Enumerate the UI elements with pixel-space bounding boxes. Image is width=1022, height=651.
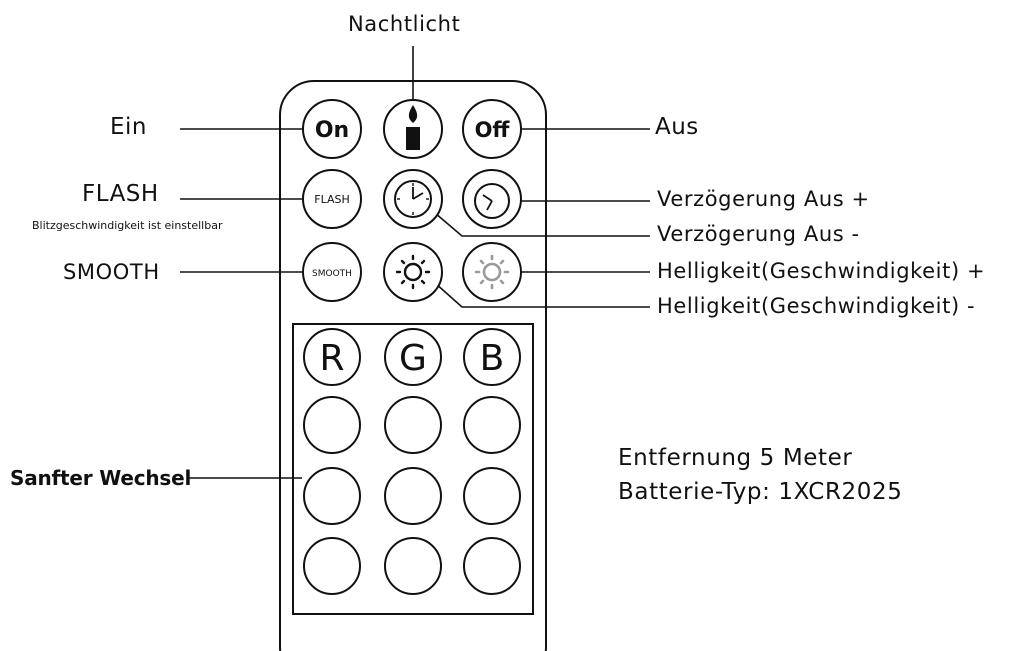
night-light-label: Nachtlicht [348,12,461,36]
color-button[interactable] [303,537,361,595]
color-button[interactable] [463,537,521,595]
off-button-label: Off [475,118,511,142]
smooth-label: SMOOTH [63,260,160,284]
sun-icon [395,254,431,290]
blue-button[interactable] [463,328,521,386]
brightness-plus-label: Helligkeit(Geschwindigkeit) + [657,259,986,283]
smooth-button-label: SMOOTH [312,269,352,279]
brightness-minus-label: Helligkeit(Geschwindigkeit) - [657,294,976,318]
on-button-label: On [315,118,349,143]
battery-text: Batterie-Typ: 1XCR2025 [618,479,903,505]
flash-label: FLASH [82,181,159,207]
clock-icon [394,180,432,218]
color-button[interactable] [384,396,442,454]
delay-off-plus-label: Verzögerung Aus + [657,187,870,211]
leader-lines [180,46,650,479]
smooth-button[interactable] [302,242,362,302]
color-button[interactable] [384,467,442,525]
soft-change-label: Sanfter Wechsel [10,466,192,490]
remote-info: Entfernung 5 Meter Batterie-Typ: 1XCR202… [618,441,902,509]
range-text: Entfernung 5 Meter [618,445,853,471]
on-button[interactable] [302,99,362,159]
off-button[interactable] [462,99,522,159]
blue-button-label: B [480,338,505,379]
red-button[interactable] [303,328,361,386]
flash-button-label: FLASH [314,193,350,206]
candle-icon [406,105,420,150]
green-button[interactable] [384,328,442,386]
color-button[interactable] [384,537,442,595]
color-button[interactable] [303,467,361,525]
color-button[interactable] [303,396,361,454]
delay-off-minus-button[interactable] [462,169,522,229]
color-panel [292,323,534,615]
green-button-label: G [399,338,427,379]
color-button[interactable] [463,467,521,525]
on-label: Ein [110,114,147,140]
flash-button[interactable] [302,169,362,229]
brightness-minus-button[interactable] [462,242,522,302]
delay-off-minus-label: Verzögerung Aus - [657,222,860,246]
red-button-label: R [319,338,344,379]
brightness-plus-button[interactable] [383,242,443,302]
clock-minus-icon [474,183,510,219]
sun-dim-icon [474,254,510,290]
color-button[interactable] [463,396,521,454]
off-label: Aus [655,114,699,140]
flash-note: Blitzgeschwindigkeit ist einstellbar [32,219,223,232]
